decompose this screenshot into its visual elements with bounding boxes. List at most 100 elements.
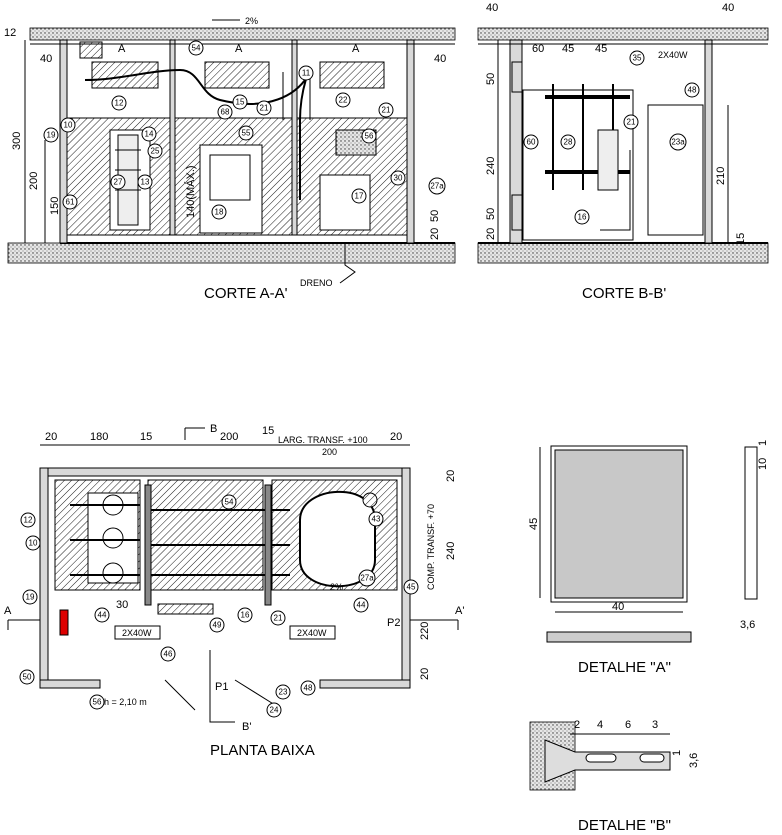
svg-text:45: 45 <box>407 583 416 592</box>
detail-a-panel <box>554 449 684 599</box>
detalhe-a-section: 45 40 10 1 3,6 DETALHE "A" <box>528 440 769 676</box>
detail-b-dim-3: 3 <box>652 719 658 731</box>
right-wall <box>406 39 415 244</box>
svg-text:30: 30 <box>394 174 403 183</box>
svg-text:11: 11 <box>302 69 311 78</box>
svg-text:18: 18 <box>215 208 224 217</box>
svg-text:60: 60 <box>527 138 536 147</box>
svg-text:27: 27 <box>114 178 123 187</box>
dim-aa-right: 40 <box>434 53 446 65</box>
dim-bb-60: 60 <box>532 43 544 55</box>
detail-a-side: 10 <box>757 458 769 470</box>
detail-b-right1: 1 <box>671 750 683 756</box>
section-a-mark: A <box>4 605 12 617</box>
dim-pl-20b: 20 <box>390 431 402 443</box>
dim-pl-r20: 20 <box>445 470 457 482</box>
detail-a-thick: 3,6 <box>740 619 755 631</box>
dim-aa-left: 40 <box>40 53 52 65</box>
svg-text:27a: 27a <box>360 574 374 583</box>
dim-bb-45a: 45 <box>562 43 574 55</box>
svg-text:21: 21 <box>274 614 283 623</box>
svg-text:54: 54 <box>192 44 201 53</box>
detalhe-b-section: 2 4 6 3 1 3,6 DETALHE "B" <box>529 719 700 834</box>
dim-50-right: 50 <box>429 210 441 222</box>
dreno-label: DRENO <box>300 278 333 288</box>
detail-a-width: 40 <box>612 601 624 613</box>
svg-text:10: 10 <box>29 539 38 548</box>
svg-text:46: 46 <box>164 650 173 659</box>
svg-text:23a: 23a <box>671 138 685 147</box>
dim-pl-200: 200 <box>220 431 238 443</box>
svg-text:55: 55 <box>242 129 251 138</box>
planta-baixa-section: 20 180 15 200 15 20 LARG. TRANSF. +100 2… <box>4 423 464 759</box>
svg-text:44: 44 <box>98 611 107 620</box>
dim-aa-a1: A <box>118 43 126 55</box>
section-b-mark: B <box>210 423 217 435</box>
planta-callouts: 12 10 19 50 44 54 43 27a 49 16 21 44 45 … <box>19 494 419 718</box>
section-b2-mark: B' <box>242 721 251 733</box>
svg-text:13: 13 <box>141 178 150 187</box>
detail-a-height: 45 <box>528 518 540 530</box>
left-wall <box>59 39 68 244</box>
dim-bb-50b: 50 <box>485 208 497 220</box>
svg-text:21: 21 <box>627 118 636 127</box>
svg-text:10: 10 <box>64 121 73 130</box>
planta-title: PLANTA BAIXA <box>210 742 315 759</box>
corte-bb-callouts: 35 48 60 28 21 23a 16 <box>523 50 700 225</box>
door-height-label: h = 2,10 m <box>104 697 147 707</box>
floor-slab <box>7 242 456 264</box>
dim-bb-210: 210 <box>715 167 727 185</box>
dim-bb-50: 50 <box>485 73 497 85</box>
dim-200: 200 <box>28 172 40 190</box>
door-p1-label: P1 <box>215 681 228 693</box>
svg-text:19: 19 <box>26 593 35 602</box>
svg-text:48: 48 <box>304 684 313 693</box>
corte-bb-title: CORTE B-B' <box>582 285 666 302</box>
corte-aa-title: CORTE A-A' <box>204 285 288 302</box>
dim-pl-r20b: 20 <box>419 668 431 680</box>
larg-value: 200 <box>322 447 337 457</box>
detalhe-b-title: DETALHE "B" <box>578 817 671 834</box>
corte-aa-callouts: 54 11 12 10 19 14 25 27 13 61 68 15 21 5… <box>43 40 446 220</box>
comp-label: COMP. TRANSF. +70 <box>426 504 436 590</box>
dim-pl-15a: 15 <box>140 431 152 443</box>
svg-text:21: 21 <box>382 106 391 115</box>
svg-text:14: 14 <box>145 130 154 139</box>
svg-text:12: 12 <box>115 99 124 108</box>
detail-b-dim-2: 2 <box>574 719 580 731</box>
svg-text:24: 24 <box>270 706 279 715</box>
svg-text:16: 16 <box>241 611 250 620</box>
svg-text:54: 54 <box>225 498 234 507</box>
lamp-label-bb: 2X40W <box>658 50 688 60</box>
corte-aa-section: 40 A A A 40 12 2% 300 200 150 140(MÁX.) … <box>4 16 456 302</box>
svg-text:50: 50 <box>23 673 32 682</box>
dim-pl-15b: 15 <box>262 425 274 437</box>
lamp-label-1: 2X40W <box>122 628 152 638</box>
dim-aa-a2: A <box>235 43 243 55</box>
svg-text:44: 44 <box>357 601 366 610</box>
detail-b-right2: 3,6 <box>688 753 700 768</box>
door-p2-label: P2 <box>387 617 400 629</box>
corte-bb-section: 40 40 60 45 45 2X40W 50 240 50 20 210 15… <box>477 2 769 302</box>
ceiling-slab <box>29 27 456 41</box>
svg-text:22: 22 <box>339 96 348 105</box>
svg-text:49: 49 <box>213 621 222 630</box>
partition-2 <box>291 39 298 236</box>
detail-a-side2: 1 <box>757 440 769 446</box>
slope-label: 2% <box>245 16 258 26</box>
larg-label: LARG. TRANSF. +100 <box>278 435 368 445</box>
svg-text:56: 56 <box>365 132 374 141</box>
svg-text:23: 23 <box>279 688 288 697</box>
lamp-label-2: 2X40W <box>297 628 327 638</box>
dim-aa-12: 12 <box>4 27 16 39</box>
svg-text:61: 61 <box>66 198 75 207</box>
section-a2-mark: A' <box>455 605 464 617</box>
dim-bb-240: 240 <box>485 157 497 175</box>
svg-text:21: 21 <box>260 104 269 113</box>
svg-text:27a: 27a <box>430 182 444 191</box>
dim-bb-45b: 45 <box>595 43 607 55</box>
svg-text:68: 68 <box>221 108 230 117</box>
detail-b-dim-4: 4 <box>597 719 603 731</box>
dim-bb-40b: 40 <box>722 2 734 14</box>
